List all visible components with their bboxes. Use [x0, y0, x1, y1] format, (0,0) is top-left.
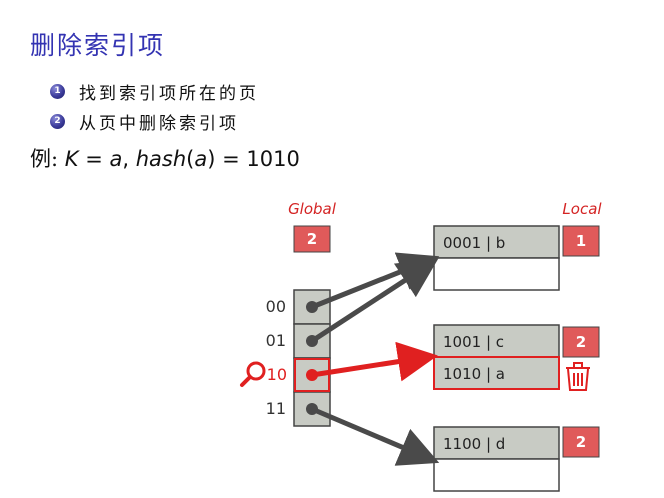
- bucket-entry: 1100 | d: [443, 435, 505, 453]
- directory: 00 01 10 11: [266, 289, 331, 427]
- bucket-entry: 1001 | c: [443, 333, 504, 351]
- magnifier-icon: [240, 361, 266, 387]
- directory-label: 11: [266, 399, 286, 418]
- local-depth-box: [562, 225, 600, 257]
- bucket-entry-cell: [433, 257, 560, 291]
- trash-icon: [566, 362, 590, 391]
- local-depth-box: [562, 426, 600, 458]
- directory-label: 01: [266, 331, 286, 350]
- bucket-entry-cell: [433, 225, 560, 259]
- local-depth-box: [562, 326, 600, 358]
- example-formula: K = a, hash(a) = 1010: [64, 147, 300, 171]
- bucket: 0001 | b 1: [433, 225, 600, 291]
- global-depth-label: Global: [288, 200, 337, 218]
- highlighted-slot-outline: [294, 358, 330, 392]
- bucket-entry-cell: [433, 426, 560, 460]
- step-text: 从页中删除索引项: [79, 113, 239, 134]
- slide-title: 删除索引项: [30, 31, 166, 60]
- step-item: 1 找到索引项所在的页: [50, 76, 259, 106]
- bucket-entry-cell: [433, 324, 560, 358]
- example-label: 例:: [30, 147, 59, 171]
- local-depth-value: 2: [576, 433, 586, 451]
- bucket: 1001 | c 1010 | a 2: [433, 324, 600, 390]
- global-depth-value: 2: [307, 230, 317, 248]
- step-list: 1 找到索引项所在的页 2 从页中删除索引项: [50, 76, 259, 136]
- bucket-entry: 0001 | b: [443, 234, 505, 252]
- step-text: 找到索引项所在的页: [79, 83, 259, 104]
- local-depth-value: 1: [576, 232, 586, 250]
- pointer: [306, 258, 439, 347]
- local-depth-label: Local: [562, 200, 602, 218]
- bucket-entry-highlighted: 1010 | a: [443, 365, 505, 383]
- bucket: 1100 | d 2: [433, 426, 600, 492]
- global-depth-box: [293, 225, 331, 253]
- directory-label-highlighted: 10: [267, 365, 287, 384]
- example-line: 例: K = a, hash(a) = 1010: [30, 143, 300, 173]
- directory-label: 00: [266, 297, 286, 316]
- step-number-icon: 2: [50, 113, 65, 129]
- step-number-icon: 1: [50, 83, 65, 99]
- step-item: 2 从页中删除索引项: [50, 106, 259, 136]
- pointer: [306, 403, 440, 466]
- pointer-highlighted: [306, 341, 438, 382]
- local-depth-value: 2: [576, 333, 586, 351]
- bucket-entry-cell: [433, 458, 560, 492]
